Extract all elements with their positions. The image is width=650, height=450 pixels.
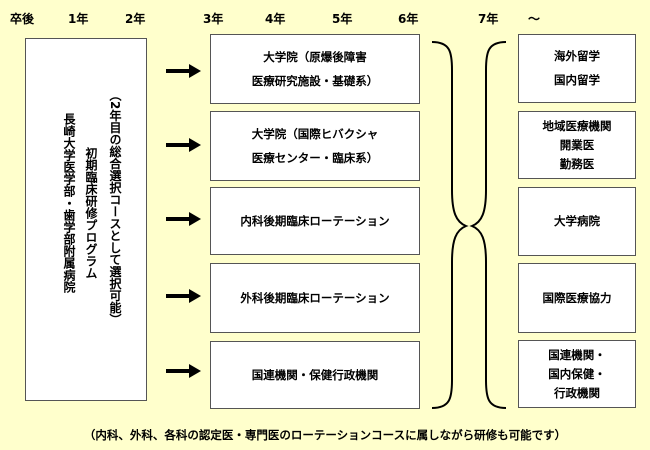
university-hospital-box: 大学病院	[518, 187, 636, 256]
program-note: （2年目の総合選択コースとして選択可能）	[108, 89, 122, 326]
regional-medical-box: 地域医療機関 開業医 勤務医	[518, 111, 636, 179]
program-name: 初期臨床研修プログラム	[84, 147, 98, 279]
box-text: 行政機関	[554, 385, 600, 400]
timeline-tilde: ～	[528, 12, 541, 26]
box-text: 国連機関・保健行政機関	[251, 368, 379, 382]
internal-medicine-rotation-box: 内科後期臨床ローテーション	[210, 187, 420, 255]
arrow-icon	[166, 364, 201, 378]
box-text: 大学院（国際ヒバクシャ	[251, 127, 379, 141]
box-text: 国内留学	[554, 73, 600, 87]
timeline-year-4: 4年	[265, 12, 286, 26]
box-text: 内科後期臨床ローテーション	[240, 214, 390, 228]
un-health-admin-box: 国連機関・保健行政機関	[210, 341, 420, 409]
box-text: 海外留学	[554, 49, 600, 63]
arrow-icon	[166, 212, 201, 226]
timeline-year-5: 5年	[332, 12, 353, 26]
grad-school-radiation-box: 大学院（原爆後障害 医療研究施設・基礎系）	[210, 34, 420, 104]
box-text: 国連機関・	[548, 347, 606, 362]
closing-brace	[431, 41, 469, 409]
timeline-graduation: 卒後	[10, 12, 35, 26]
international-cooperation-box: 国際医療協力	[518, 263, 636, 333]
timeline-year-2: 2年	[125, 12, 146, 26]
box-text: 大学病院	[554, 214, 600, 228]
arrow-icon	[166, 289, 201, 303]
opening-brace	[469, 41, 507, 409]
timeline-year-1: 1年	[68, 12, 89, 26]
arrow-icon	[166, 64, 201, 78]
program-box: 長崎大学医学部・歯学部附属病院 初期臨床研修プログラム （2年目の総合選択コース…	[25, 38, 147, 401]
box-text: 外科後期臨床ローテーション	[240, 291, 390, 305]
box-text: 地域医療機関	[542, 118, 612, 133]
surgery-rotation-box: 外科後期臨床ローテーション	[210, 263, 420, 333]
timeline-year-6: 6年	[398, 12, 419, 26]
box-text: 開業医	[559, 137, 595, 152]
box-text: 国内保健・	[548, 366, 606, 381]
box-text: 国際医療協力	[542, 290, 612, 305]
box-text: 大学院（原爆後障害	[263, 50, 367, 64]
timeline-year-7: 7年	[478, 12, 499, 26]
box-text: 医療センター・臨床系）	[251, 151, 379, 165]
box-text: 勤務医	[559, 156, 595, 171]
arrow-icon	[166, 138, 201, 152]
un-domestic-health-box: 国連機関・ 国内保健・ 行政機関	[518, 340, 636, 408]
grad-school-hibakusha-box: 大学院（国際ヒバクシャ 医療センター・臨床系）	[210, 111, 420, 181]
footer-note: （内科、外科、各科の認定医・専門医のローテーションコースに属しながら研修も可能で…	[83, 428, 567, 442]
study-abroad-box: 海外留学 国内留学	[518, 34, 636, 103]
box-text: 医療研究施設・基礎系）	[251, 74, 379, 88]
hospital-name: 長崎大学医学部・歯学部附属病院	[62, 113, 76, 293]
timeline-year-3: 3年	[203, 12, 224, 26]
